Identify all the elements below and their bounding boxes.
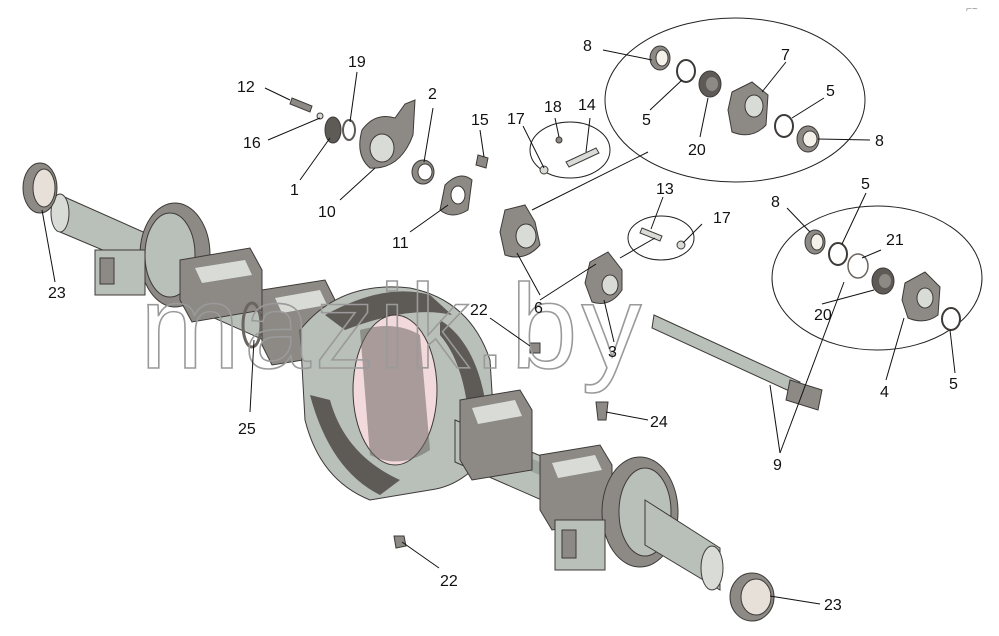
callout-18: 18: [544, 99, 562, 116]
callout-labels: 12 19 16 1 10 2 15 11 17 18 14 6 3 13 17…: [48, 38, 958, 614]
callout-3: 3: [608, 344, 617, 361]
callout-8-right: 8: [771, 194, 780, 211]
callout-17-lower: 17: [713, 210, 731, 227]
bushing-20-upper: [698, 70, 722, 98]
plug-24: [595, 401, 609, 421]
callout-23-left: 23: [48, 285, 66, 302]
axle-shaft-right: [644, 499, 724, 591]
nut-22-upper: [529, 342, 541, 354]
ring-5-right-upper: [828, 242, 848, 266]
spring-pad-right-outer: [539, 444, 613, 531]
ring-5-upper-right: [774, 114, 794, 138]
detail-ellipse-right: [771, 205, 983, 351]
callout-12: 12: [237, 79, 255, 96]
ring-23-right: [729, 572, 775, 622]
pin-13: [639, 227, 663, 242]
callout-16: 16: [243, 135, 261, 152]
pin-14: [565, 147, 600, 168]
callout-20-right: 20: [814, 307, 832, 324]
washer-17-upper: [539, 165, 549, 175]
ring-2: [411, 159, 435, 185]
bushing-1: [324, 116, 342, 144]
detail-ellipse-pin: [529, 121, 611, 179]
callout-7: 7: [781, 47, 790, 64]
nut-22-lower: [393, 535, 407, 549]
detail-ellipse-small: [627, 215, 695, 261]
grease-fitting-18: [555, 136, 563, 144]
pin-15: [475, 154, 489, 169]
ring-23-left: [22, 162, 58, 214]
watermark: mazik.by: [140, 260, 645, 394]
callout-25: 25: [238, 421, 256, 438]
ring-5-right-lower: [941, 307, 961, 331]
ring-19: [342, 119, 356, 141]
callout-13: 13: [656, 181, 674, 198]
callout-9: 9: [773, 457, 782, 474]
callout-15: 15: [471, 112, 489, 129]
callout-1: 1: [290, 182, 299, 199]
ring-21: [847, 253, 869, 279]
ring-5-upper-left: [676, 59, 696, 83]
bracket-6: [499, 204, 541, 258]
callout-21: 21: [886, 232, 904, 249]
callout-22-lower: 22: [440, 573, 458, 590]
detail-ellipse-upper: [604, 17, 866, 183]
callout-4: 4: [880, 384, 889, 401]
camshaft-9: [651, 314, 823, 411]
callout-5-upper-right: 5: [826, 83, 835, 100]
bracket-11: [439, 175, 473, 216]
callout-19: 19: [348, 54, 366, 71]
callout-17-upper: 17: [507, 111, 525, 128]
callout-22-upper: 22: [470, 302, 488, 319]
callout-2: 2: [428, 86, 437, 103]
bearing-8-upper-left: [649, 45, 671, 71]
callout-11: 11: [392, 235, 409, 252]
bracket-4: [901, 271, 941, 322]
bracket-7: [727, 81, 769, 136]
ring-25: [241, 301, 263, 349]
callout-5-upper-left: 5: [642, 112, 651, 129]
corner-mark: ⌐~: [966, 4, 978, 15]
callout-23-right: 23: [824, 597, 842, 614]
washer-16: [316, 112, 324, 120]
spring-pad-right-inner: [459, 389, 533, 481]
callout-5-right-upper: 5: [861, 176, 870, 193]
bolt-12: [289, 97, 313, 113]
bearing-8-upper-right: [796, 125, 820, 153]
callout-8-upper-left: 8: [583, 38, 592, 55]
callout-5-right-lower: 5: [949, 376, 958, 393]
callout-8-upper-right: 8: [875, 133, 884, 150]
lever-10: [359, 99, 416, 169]
callout-24: 24: [650, 414, 668, 431]
bushing-20-right: [871, 267, 895, 295]
callout-10: 10: [318, 204, 336, 221]
callout-14: 14: [578, 97, 596, 114]
bearing-8-right: [804, 229, 826, 255]
leader-lines: [41, 49, 956, 605]
callout-20-upper: 20: [688, 142, 706, 159]
callout-6: 6: [534, 300, 543, 317]
